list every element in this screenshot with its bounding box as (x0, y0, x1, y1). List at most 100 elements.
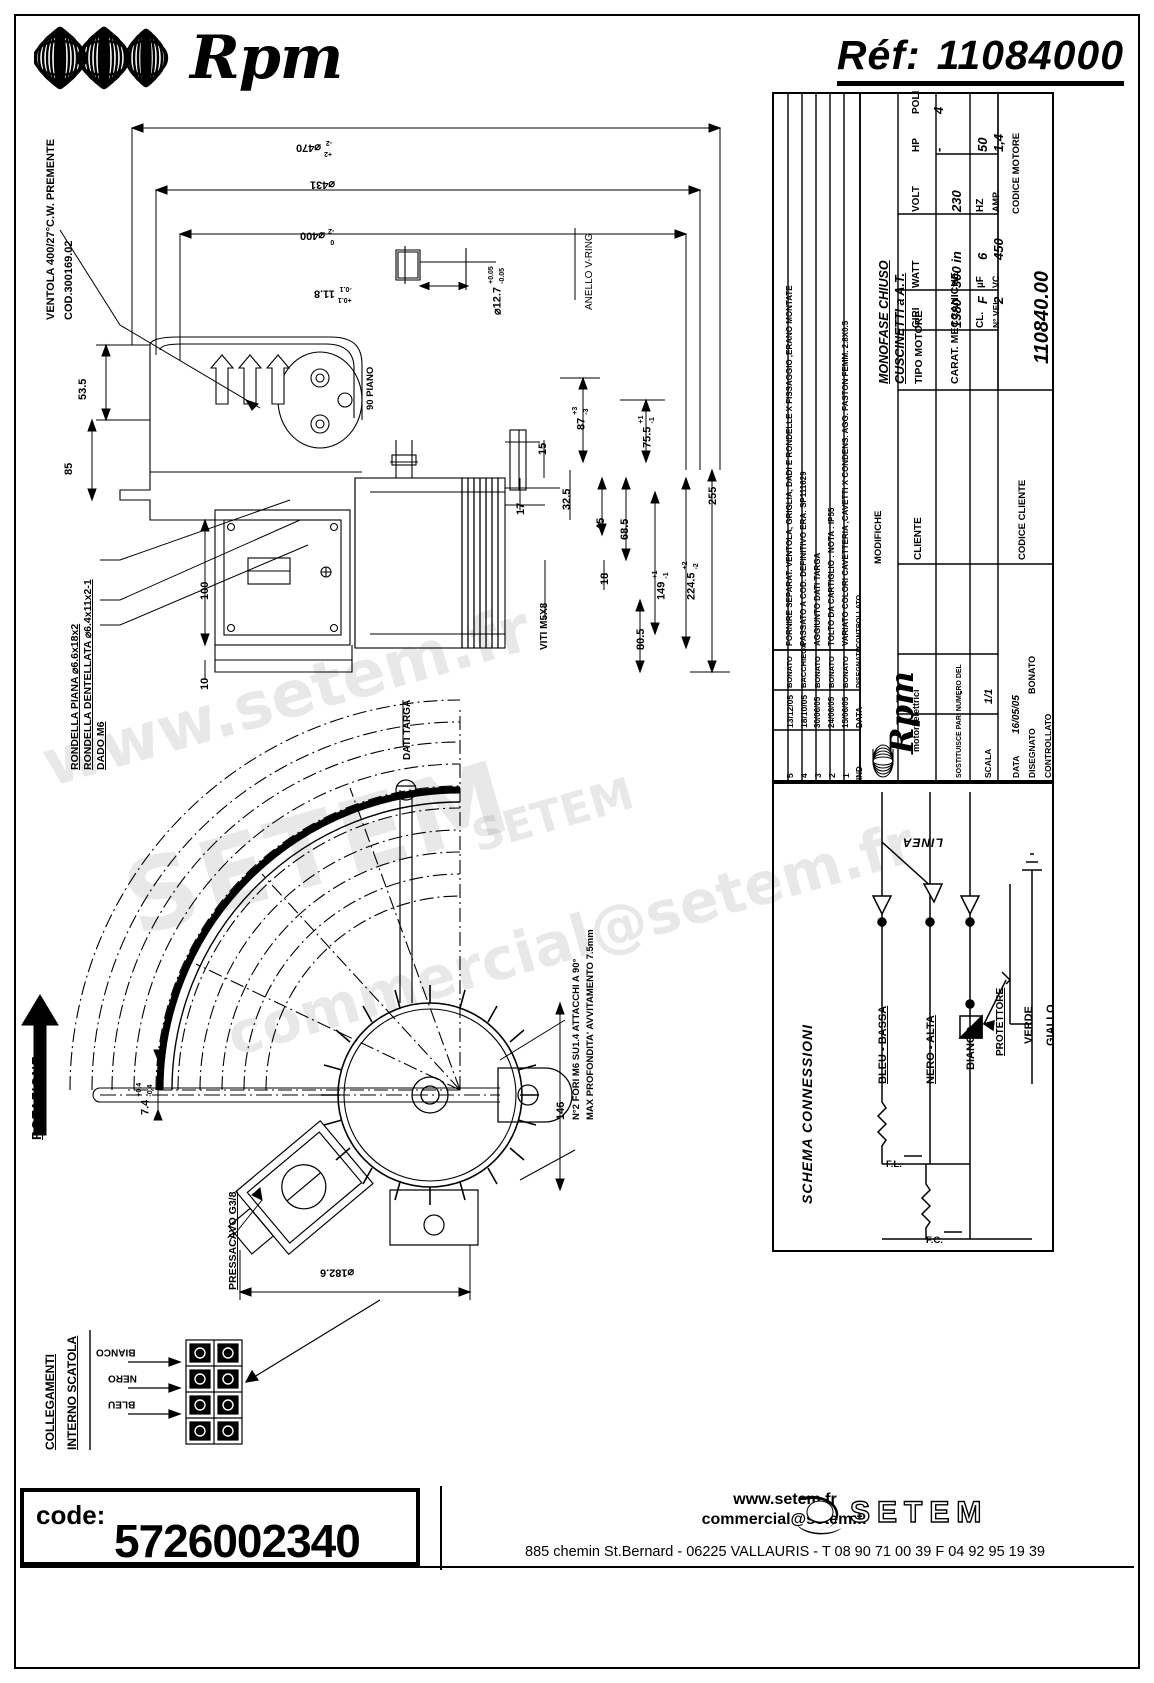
watt-value: 300 in (949, 251, 964, 288)
watt-label: WATT (911, 260, 922, 288)
rev-desc-5: FORNIRE SEPARAT. VENTOLA, GRIGLIA, DADI … (785, 285, 794, 646)
rev-dis-2: BONATO (827, 656, 836, 688)
tb-disegnato-label: DISEGNATO (1027, 728, 1037, 778)
footer-divider (440, 1486, 442, 1570)
note-dati-targa: DATI TARGA (402, 699, 413, 760)
poli-label: POLI (911, 90, 922, 114)
dim-base-10: 10 (199, 677, 211, 690)
footer-rule (20, 1566, 1134, 1568)
note-collegamenti-1: COLLEGAMENTI (43, 1354, 57, 1450)
uf-label: µF (975, 276, 986, 288)
poli-value: 4 (931, 106, 946, 114)
rev-dis-4: BACCHIEGA (799, 642, 808, 688)
rev-date-3: 30/06/05 (813, 696, 822, 728)
setem-wordmark: SETEM (849, 1495, 989, 1529)
dim-overall-255: 255 (707, 486, 719, 505)
rev-date-2: 24/06/05 (827, 696, 836, 728)
setem-swoosh-logo-icon (796, 1495, 842, 1535)
uf-value: 6 (975, 252, 990, 260)
cl-value: F (975, 296, 990, 304)
rev-ind-2: 2 (827, 773, 837, 778)
dim-box-offset: 32.5 (561, 488, 573, 510)
terminal-label-nero: NERO (108, 1372, 137, 1384)
rev-header-controllato: CONTROLLATO (856, 594, 863, 648)
dim-outer-fan-dia: +2-2 ⌀470 (296, 138, 333, 158)
giri-value: 1380 (949, 299, 964, 328)
schema-linea-label: LINEA (902, 835, 943, 850)
drawing-frame (14, 14, 1140, 1669)
fan-note-line1: VENTOLA 400/27°C.W. PREMENTE (45, 138, 57, 320)
hp-label: HP (911, 138, 922, 152)
scala-value: 1/1 (983, 688, 995, 704)
v-ring-label: ANELLO V-RING (584, 233, 595, 310)
rev-date-1: 15/06/05 (841, 696, 850, 728)
wire-nero-label: NERO - ALTA (925, 1015, 937, 1084)
note-pressacavo: PRESSACAVO G3/8 (227, 1191, 239, 1290)
cl-label: CL. (975, 311, 986, 328)
dim-len-149: 149 +1-1 (651, 570, 671, 600)
rev-desc-2: TOLTO DA CARTIGLIO : NOTA : IP55 (827, 507, 836, 646)
note-dado-m6: DADO M6 (95, 721, 107, 770)
codice-motore-label: CODICE MOTORE (1011, 132, 1022, 214)
rev-dis-3: BONATO (813, 656, 822, 688)
note-holes-line2: MAX PROFONDITA' AVVITAMENTO 7.5mm (585, 929, 596, 1120)
fan-rings-logo-icon (34, 25, 182, 91)
rev-ind-4: 4 (799, 773, 809, 778)
rev-dis-5: BONATO (785, 656, 794, 688)
motor-type-1: MONOFASE CHIUSO (877, 260, 891, 384)
dim-flange-height: 87 +3-3 (571, 406, 591, 430)
titleblock-fan-icon (872, 744, 894, 778)
rev-header-disegnato: DISEGNATO (856, 647, 863, 688)
schema-title: SCHEMA CONNESSIONI (799, 1023, 815, 1204)
rev-desc-4: PASSATO A COD. DEFINITIVO ERA: SP111629 (799, 471, 808, 646)
fan-note-line2: COD.300169.02 (63, 240, 75, 321)
dim-rib-17: 17 (515, 502, 527, 515)
rev-dis-1: BONATO (841, 656, 850, 688)
code-value: 5726002340 (114, 1515, 361, 1567)
protettore-label: PROTETTORE (995, 987, 1006, 1056)
data-label: DATA (1011, 755, 1021, 778)
codice-motore-value: 110840.00 (1031, 270, 1053, 364)
titleblock-company-sub: motori elettrici (911, 689, 921, 752)
cliente-label: CLIENTE (913, 517, 924, 560)
dim-inner-fan-dia: 0-2 ⌀400 (300, 226, 335, 246)
title-block: 5 4 3 2 1 IND 13/12/05 18/10/05 30/06/05… (772, 90, 1054, 782)
dim-box-100: 100 (199, 581, 211, 600)
terminal-label-bleu: BLEU (108, 1398, 136, 1410)
note-viti: VITI M5X8 (539, 602, 550, 650)
modifiche-label: MODIFICHE (873, 510, 884, 564)
data-value: 16/05/05 (1011, 695, 1022, 734)
wire-giallo-label: GIALLO (1045, 1004, 1057, 1046)
dim-rib-18: 18 (599, 572, 611, 585)
rotation-label: ROTAZIONE (29, 1055, 44, 1140)
note-collegamenti-2: INTERNO SCATOLA (65, 1335, 79, 1450)
dim-mid-fan-dia: ⌀431 (310, 178, 335, 191)
hz-value: 50 (975, 137, 990, 152)
amp-value: 1,4 (991, 133, 1006, 152)
wire-bleu-label: BLEU - BASSA (877, 1005, 889, 1084)
dim-shaft-len: +0.1-0.1 11.8 (314, 284, 352, 304)
sostituisce-value: - (955, 690, 967, 694)
fl-label: F.L. (886, 1159, 902, 1170)
dim-grill-dia: ⌀182.6 (320, 1266, 355, 1279)
giri-label: GIRI (911, 307, 922, 328)
dim-len-80: 80.5 (635, 628, 647, 650)
note-rondella-piana: RONDELLA PIANA ⌀6.6x18x2 (69, 623, 81, 770)
ref-value: 11084000 (936, 32, 1124, 78)
note-holes-line1: N°2 FORI M6 SU1.4 ATTACCHI A 90° (571, 958, 582, 1120)
setem-logo: SETEM (790, 1492, 1040, 1538)
motor-type-2: CUSCINETTI a A.T. (893, 272, 907, 384)
rev-ind-1: 1 (841, 773, 851, 778)
volt-label: VOLT (911, 186, 922, 212)
dim-overall-224: 224.5 +2-2 (681, 561, 701, 600)
code-box: code: 5726002340 (20, 1488, 420, 1567)
wire-bianco-label: BIANCO (965, 1026, 977, 1070)
rev-header-ind: IND (855, 766, 864, 780)
rpm-brand-text: Rpm (190, 23, 343, 93)
scala-label: SCALA (983, 748, 993, 778)
dim-body-height: 85 (63, 462, 75, 475)
tb-disegnato-value: BONATO (1027, 655, 1037, 694)
dim-rib-68: 68.5 (619, 518, 631, 540)
dim-hub-dia: 146 (555, 1101, 567, 1120)
rev-date-4: 18/10/05 (799, 694, 809, 728)
